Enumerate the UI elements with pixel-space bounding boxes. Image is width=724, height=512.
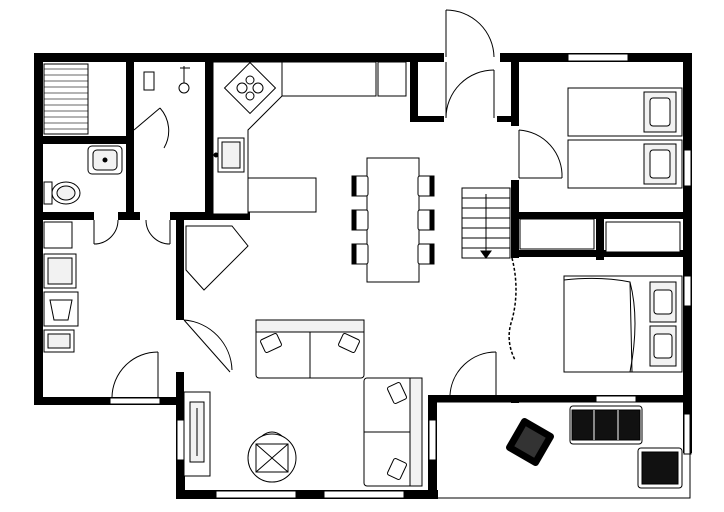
living-door[interactable]: [183, 319, 233, 373]
lounge-chair-icon: [506, 418, 554, 466]
stove-icon: [223, 61, 277, 115]
fireplace-icon: [183, 391, 211, 477]
kitchen-island: [247, 177, 317, 213]
toilet-icon: [43, 181, 81, 205]
doors: [93, 9, 563, 398]
terrace: [435, 401, 691, 499]
bedroom-1-door[interactable]: [518, 129, 563, 179]
washing-machine-icon: [43, 221, 77, 289]
sauna-bench-icon: [43, 63, 89, 135]
wc-sink-icon: [87, 145, 123, 175]
double-bed-icon: [563, 275, 683, 373]
armchair-icon: [247, 431, 297, 483]
storage-door[interactable]: [185, 225, 249, 291]
kitchen-sink-icon: [213, 137, 245, 173]
dining-table-icon: [351, 157, 435, 283]
dining-chair: [351, 243, 369, 265]
dining-chair: [417, 209, 435, 231]
dining-chair: [351, 209, 369, 231]
outdoor-sofa-icon: [569, 405, 643, 445]
sauna-door[interactable]: [133, 107, 170, 149]
dining-chair: [351, 175, 369, 197]
shower-head-icon: [143, 66, 190, 94]
entrance-door[interactable]: [445, 9, 495, 119]
wc-door[interactable]: [93, 219, 119, 245]
sofa-icon: [255, 319, 365, 379]
utility-door[interactable]: [145, 219, 171, 245]
wardrobe-1: [519, 218, 595, 250]
dining-chair: [417, 175, 435, 197]
interior-walls: [34, 62, 691, 403]
wardrobe-2: [605, 221, 681, 253]
outdoor-armchair-icon: [637, 447, 683, 489]
down-arrow-icon: [480, 250, 492, 259]
windows: [109, 53, 692, 499]
laundry-sink-icon: [43, 291, 79, 353]
dining-chair: [417, 243, 435, 265]
twin-beds-icon: [567, 87, 683, 189]
railing-rope: [508, 257, 517, 361]
corner-sofa-icon: [363, 377, 423, 487]
terrace-door[interactable]: [449, 351, 497, 396]
utility-exterior-door[interactable]: [111, 351, 159, 398]
stairs: [461, 187, 511, 259]
